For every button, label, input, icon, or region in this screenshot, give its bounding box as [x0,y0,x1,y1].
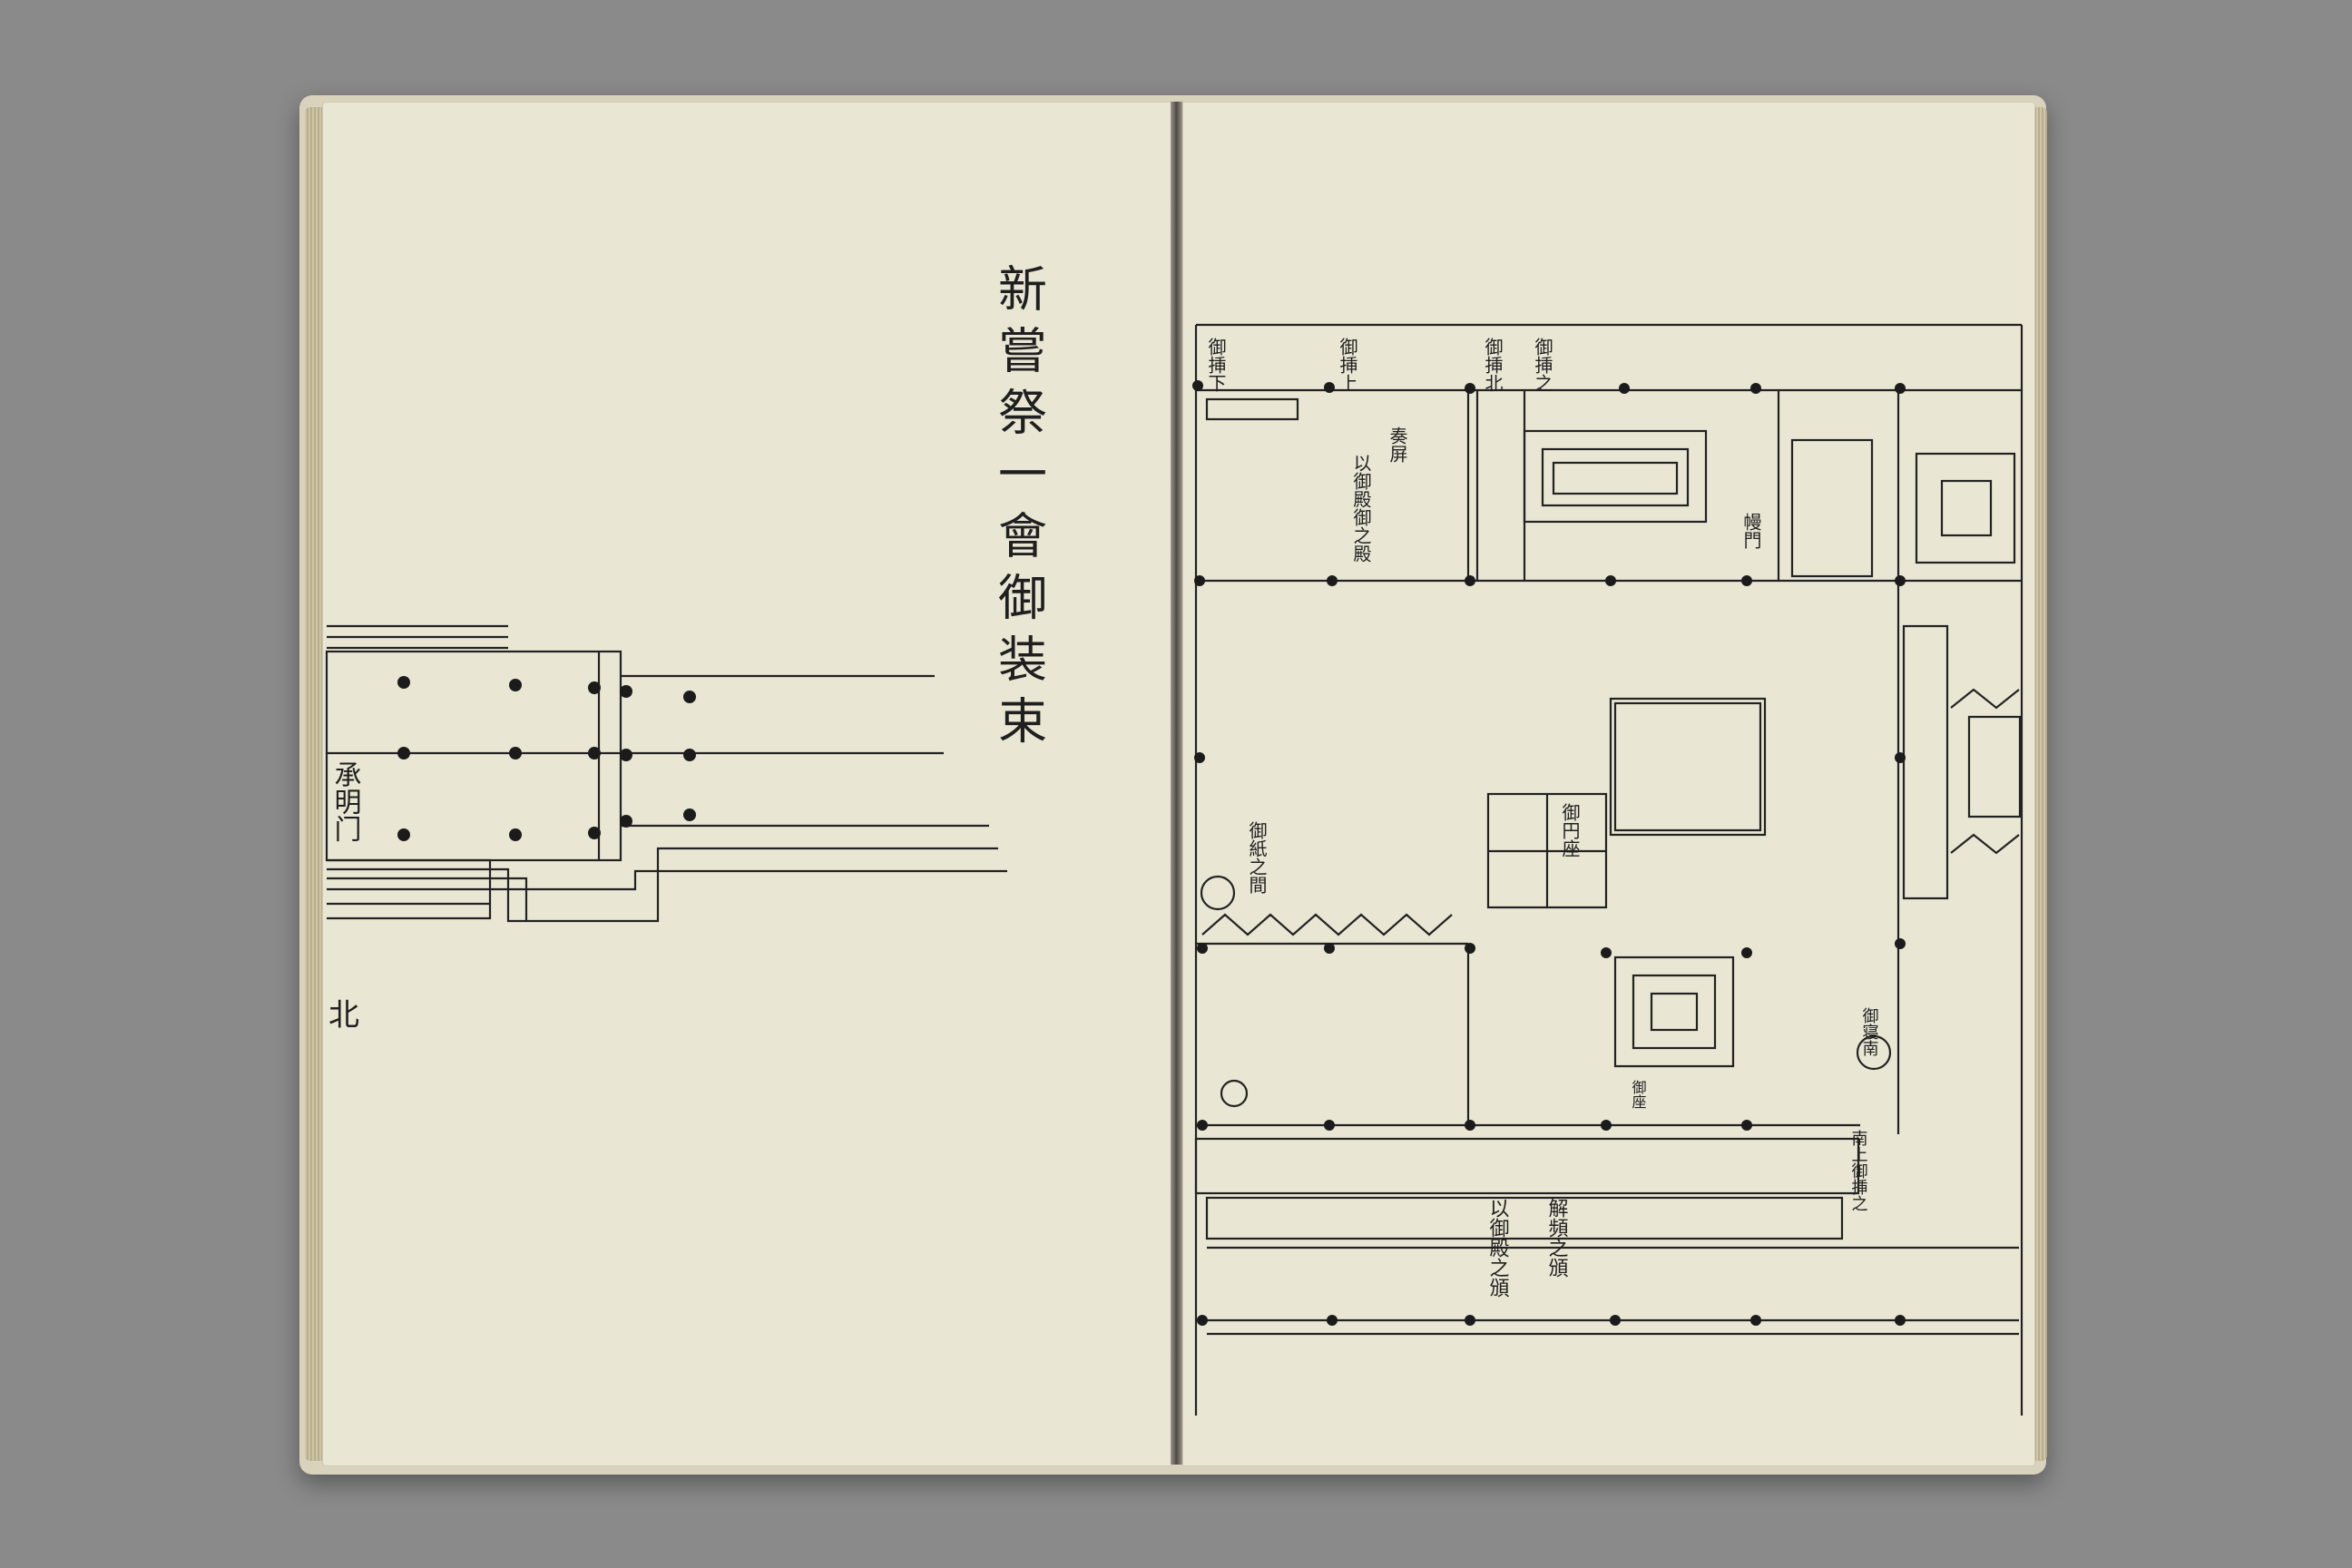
hall-label-6: 以御殿御之殿 [1350,454,1372,563]
hall-label-11: 南上御挿之 [1849,1130,1868,1211]
gate-structure [325,624,1007,923]
gate-label: 承明门 [329,760,361,842]
hall-label-13: 御寝南 [1860,1007,1879,1056]
hall-label-14: 御座 [1630,1080,1647,1109]
book-gutter [1171,102,1182,1465]
hall-label-4: 御挿之 [1532,338,1553,392]
hall-label-8: 御紙之間 [1246,821,1268,894]
hall-label-9: 解頻之頒 [1545,1198,1569,1278]
hall-label-7: 御円座 [1559,803,1581,858]
page-edges-right [2033,107,2047,1461]
page-edges-left [305,107,323,1461]
hall-label-3: 御挿北 [1482,338,1504,392]
hall-label-10: 以御殿之頒 [1486,1198,1510,1298]
page-title: 新嘗祭一會御装束 [990,263,1047,757]
left-page [322,102,1172,1466]
hall-label-5: 奏屏 [1387,426,1408,463]
hall-label-12: 幔門 [1740,513,1762,549]
hall-label-2: 御挿上 [1337,338,1358,392]
hall-label-1: 御挿下 [1205,338,1227,392]
hall-plan [1192,323,2024,1416]
direction-label: 北 [328,997,359,1034]
